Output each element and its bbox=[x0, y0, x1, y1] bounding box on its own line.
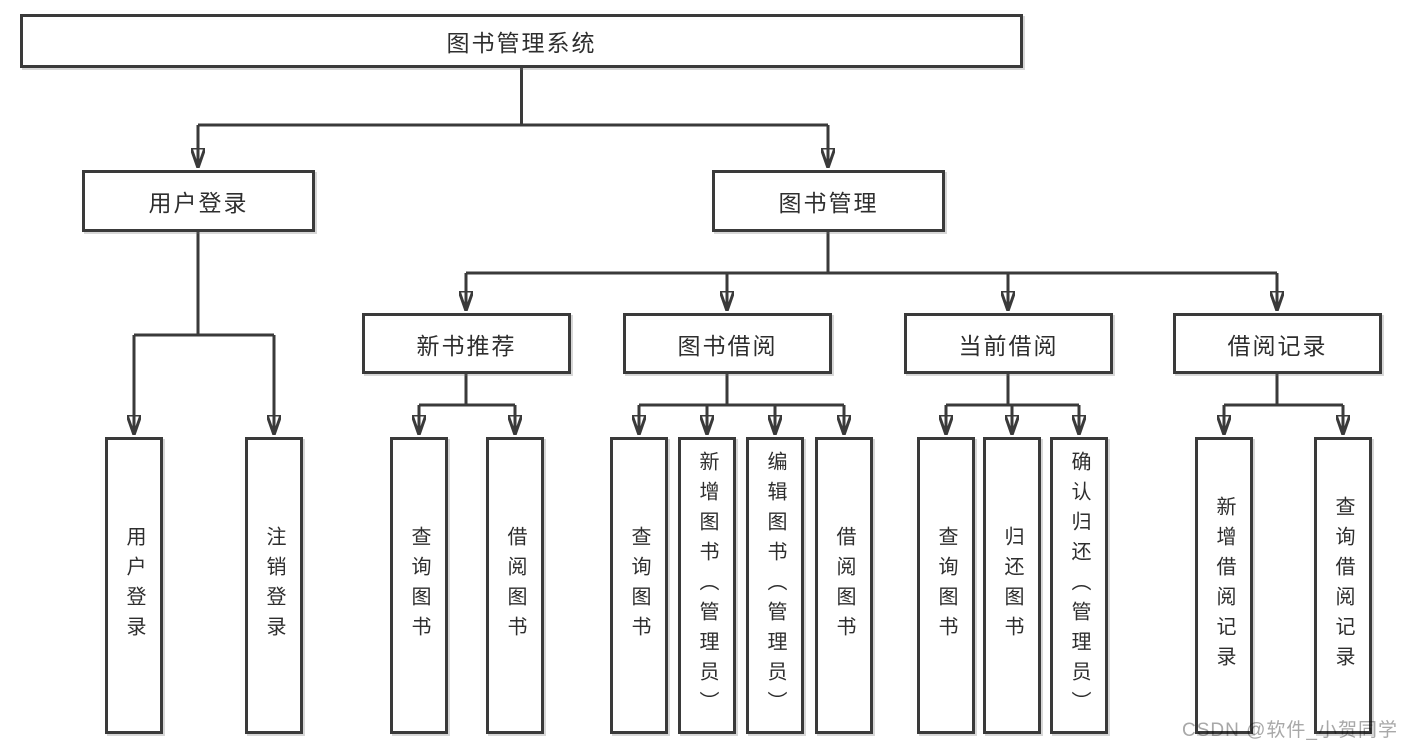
leaf-add-book-admin: 新增图书（管理员） bbox=[678, 437, 736, 734]
leaf-query-books-3: 查询图书 bbox=[917, 437, 975, 734]
leaf-query-books-1: 查询图书 bbox=[390, 437, 448, 734]
node-new-book-recommend: 新书推荐 bbox=[362, 313, 571, 374]
leaf-return-book: 归还图书 bbox=[983, 437, 1041, 734]
leaf-borrow-books-2: 借阅图书 bbox=[815, 437, 873, 734]
leaf-borrow-books-1: 借阅图书 bbox=[486, 437, 544, 734]
leaf-user-login: 用户登录 bbox=[105, 437, 163, 734]
csdn-watermark: CSDN @软件_小贺同学 bbox=[1182, 720, 1398, 741]
node-book-borrow: 图书借阅 bbox=[623, 313, 832, 374]
leaf-add-borrow-record: 新增借阅记录 bbox=[1195, 437, 1253, 734]
leaf-logout: 注销登录 bbox=[245, 437, 303, 734]
node-borrow-records: 借阅记录 bbox=[1173, 313, 1382, 374]
node-book-management-branch: 图书管理 bbox=[712, 170, 945, 232]
node-current-borrow: 当前借阅 bbox=[904, 313, 1113, 374]
node-root: 图书管理系统 bbox=[20, 14, 1023, 68]
leaf-confirm-return-admin: 确认归还（管理员） bbox=[1050, 437, 1108, 734]
node-user-login-branch: 用户登录 bbox=[82, 170, 315, 232]
leaf-edit-book-admin: 编辑图书（管理员） bbox=[746, 437, 804, 734]
leaf-query-books-2: 查询图书 bbox=[610, 437, 668, 734]
leaf-query-borrow-record: 查询借阅记录 bbox=[1314, 437, 1372, 734]
